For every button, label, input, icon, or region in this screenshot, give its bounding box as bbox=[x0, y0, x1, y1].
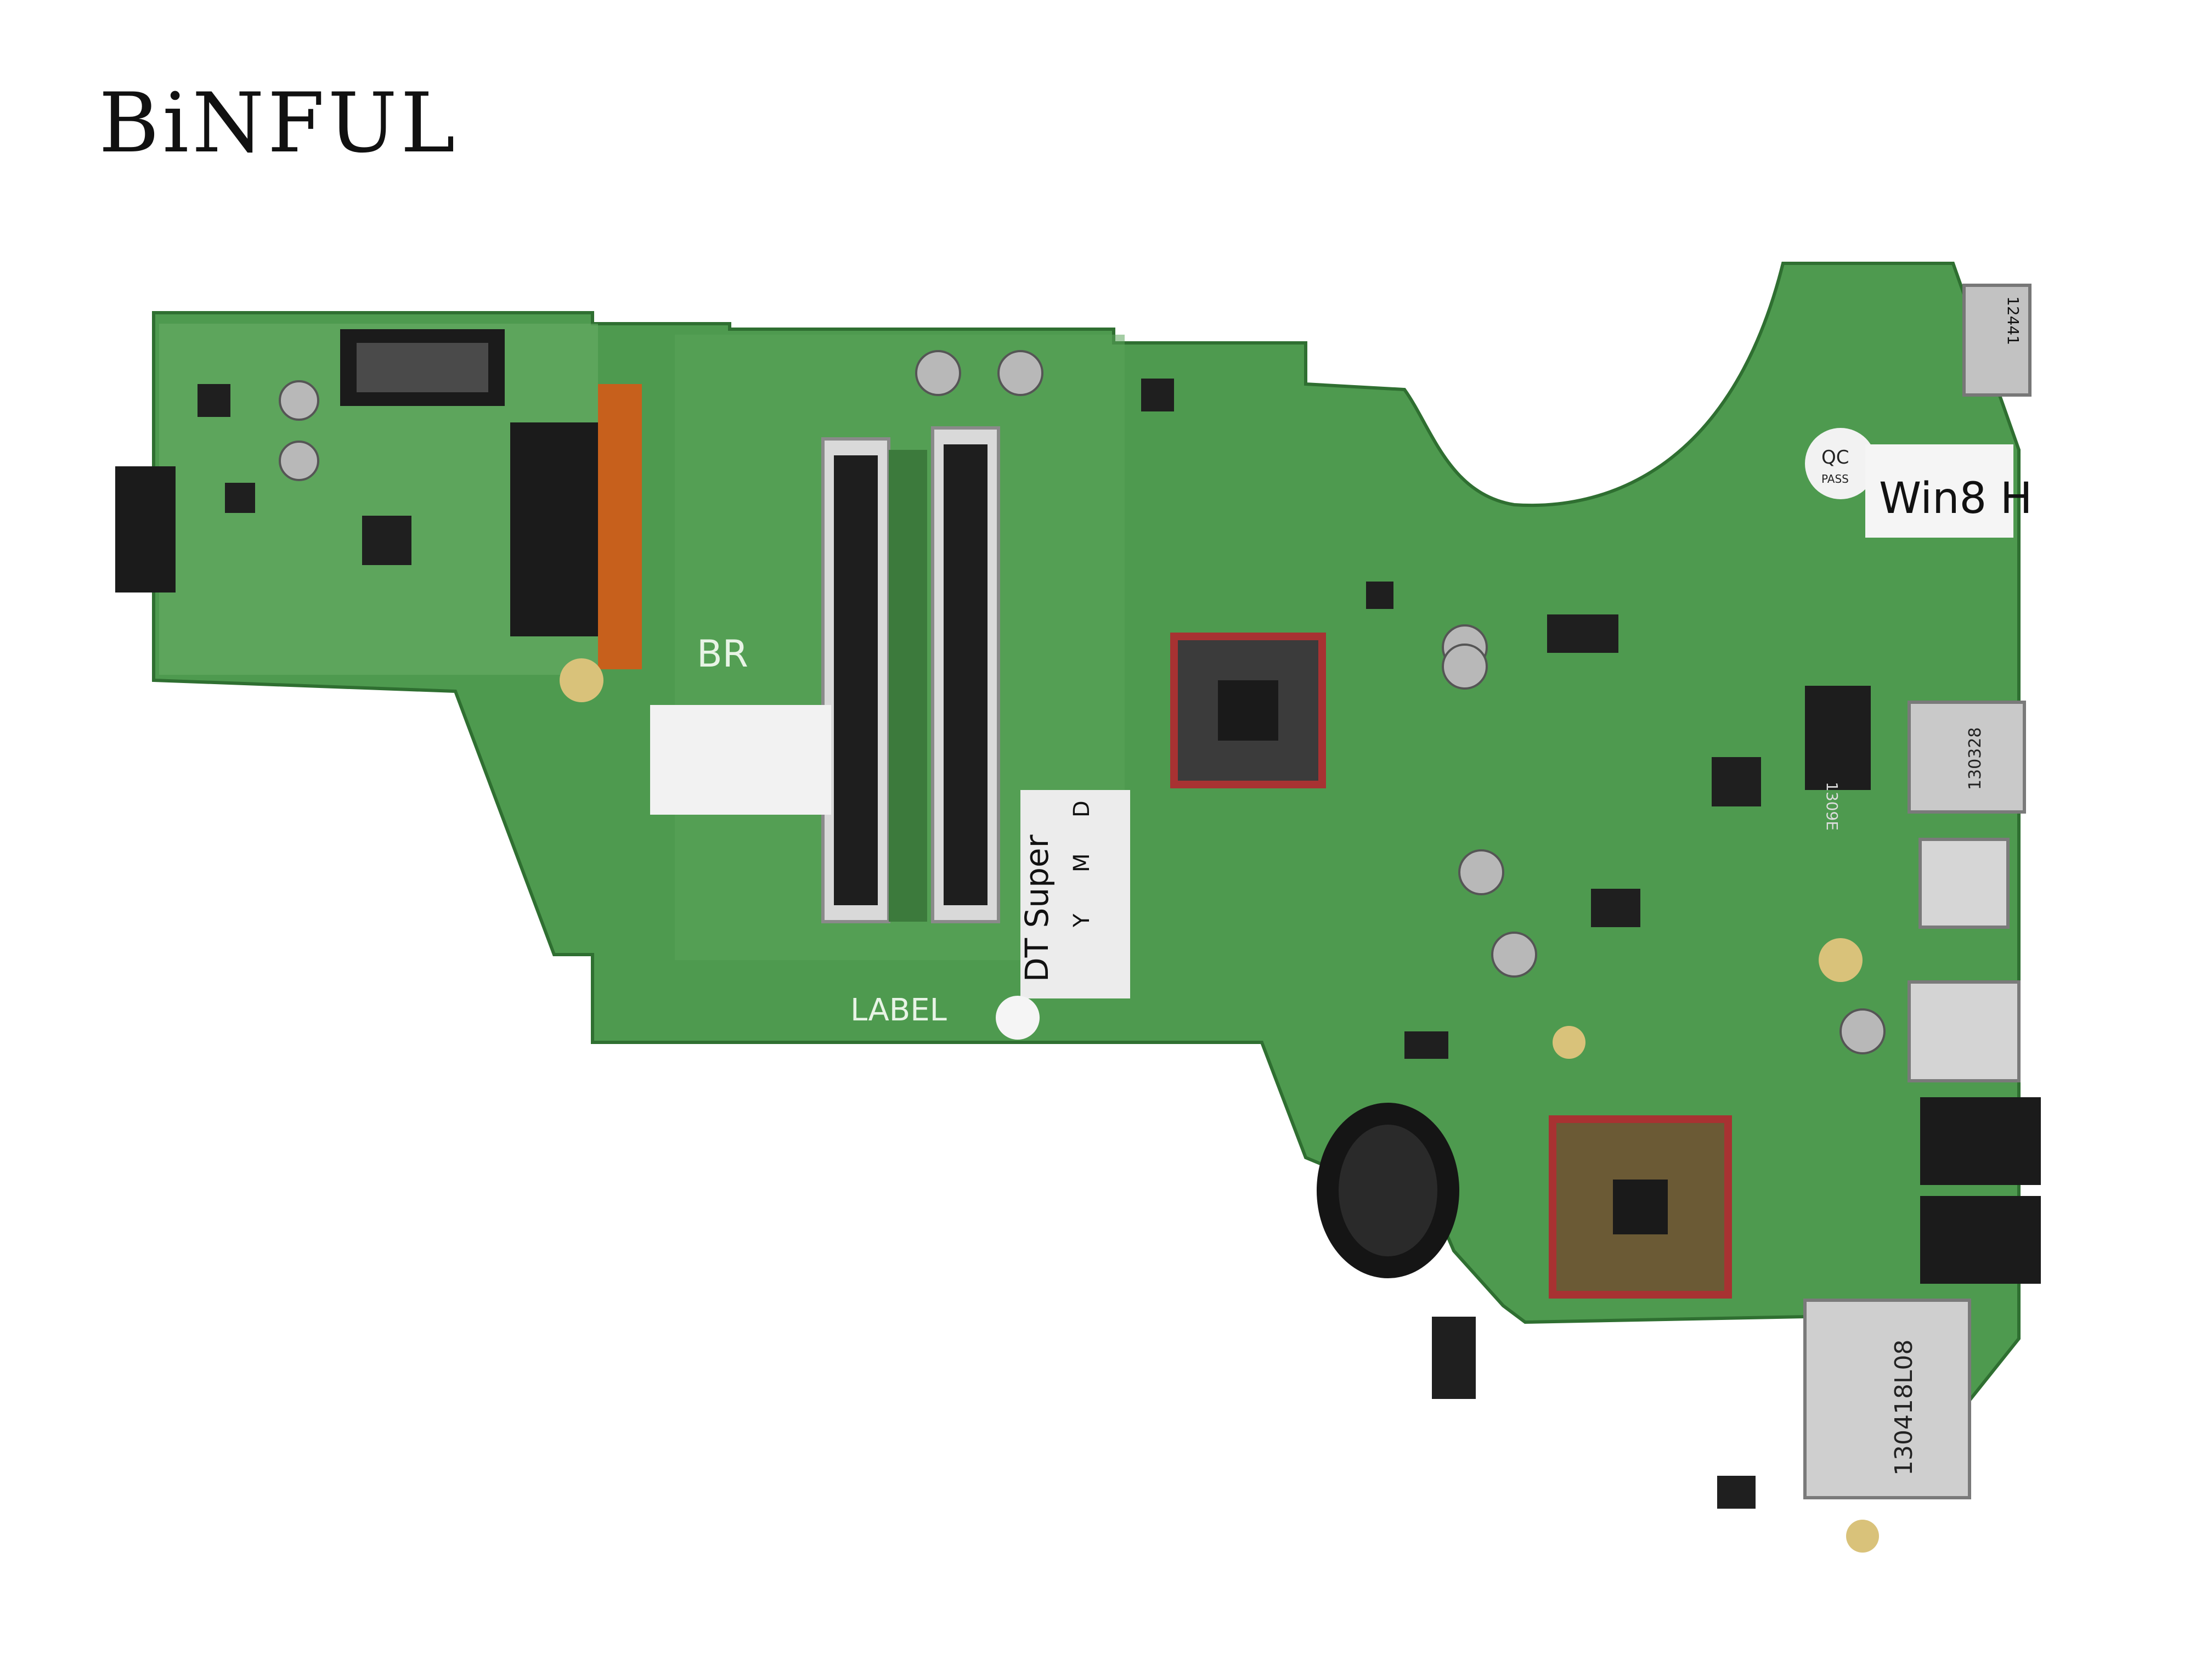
label-m: M bbox=[1069, 853, 1094, 872]
cmos-battery-inner bbox=[1339, 1125, 1437, 1256]
label-d: D bbox=[1069, 800, 1094, 817]
rtl-chip bbox=[1805, 686, 1871, 790]
ram-socket-2-slot bbox=[944, 444, 988, 905]
usb-port bbox=[1908, 980, 2021, 1082]
ram-socket-1-slot bbox=[834, 455, 878, 905]
dt-super-sticker bbox=[1020, 790, 1130, 998]
power-jack bbox=[115, 466, 176, 592]
card-reader bbox=[1803, 1299, 1971, 1499]
win8-sticker bbox=[1865, 444, 2013, 538]
orange-label bbox=[598, 384, 642, 669]
label-br: BR bbox=[697, 633, 748, 676]
brand-watermark: BiNFUL bbox=[99, 76, 459, 171]
cpu-die bbox=[1218, 680, 1278, 741]
label-qc: QC bbox=[1821, 447, 1849, 469]
label-usb-port: 130328 bbox=[1966, 727, 1985, 790]
white-sticker bbox=[650, 705, 831, 815]
label-win8: Win8 H bbox=[1879, 474, 2033, 523]
round-sticker bbox=[996, 996, 1040, 1040]
label-y: Y bbox=[1069, 913, 1094, 928]
hdmi-port bbox=[1918, 838, 2010, 929]
m2-connector bbox=[510, 422, 603, 636]
qc-sticker bbox=[1805, 428, 1876, 499]
sata-connector-inner bbox=[357, 343, 488, 392]
ram-spacer bbox=[889, 450, 927, 922]
ethernet-port bbox=[1908, 701, 2026, 814]
label-dt-super: DT Super bbox=[1018, 834, 1056, 982]
chipset-die bbox=[1613, 1180, 1668, 1234]
label-qc-pass: PASS bbox=[1821, 472, 1849, 486]
audio-jack-2 bbox=[1920, 1196, 2041, 1284]
capacitors bbox=[279, 350, 1886, 1054]
label-card-reader: 130418L08 bbox=[1890, 1340, 1918, 1476]
label-edge-code: 12441 bbox=[2004, 296, 2022, 345]
label-chip-code: 1309E bbox=[1823, 782, 1841, 831]
top-right-connector bbox=[1962, 284, 2032, 397]
small-components bbox=[198, 379, 1761, 1509]
label-label: LABEL bbox=[850, 992, 947, 1028]
audio-jack-1 bbox=[1920, 1097, 2041, 1185]
mounting-holes bbox=[560, 658, 1879, 1553]
